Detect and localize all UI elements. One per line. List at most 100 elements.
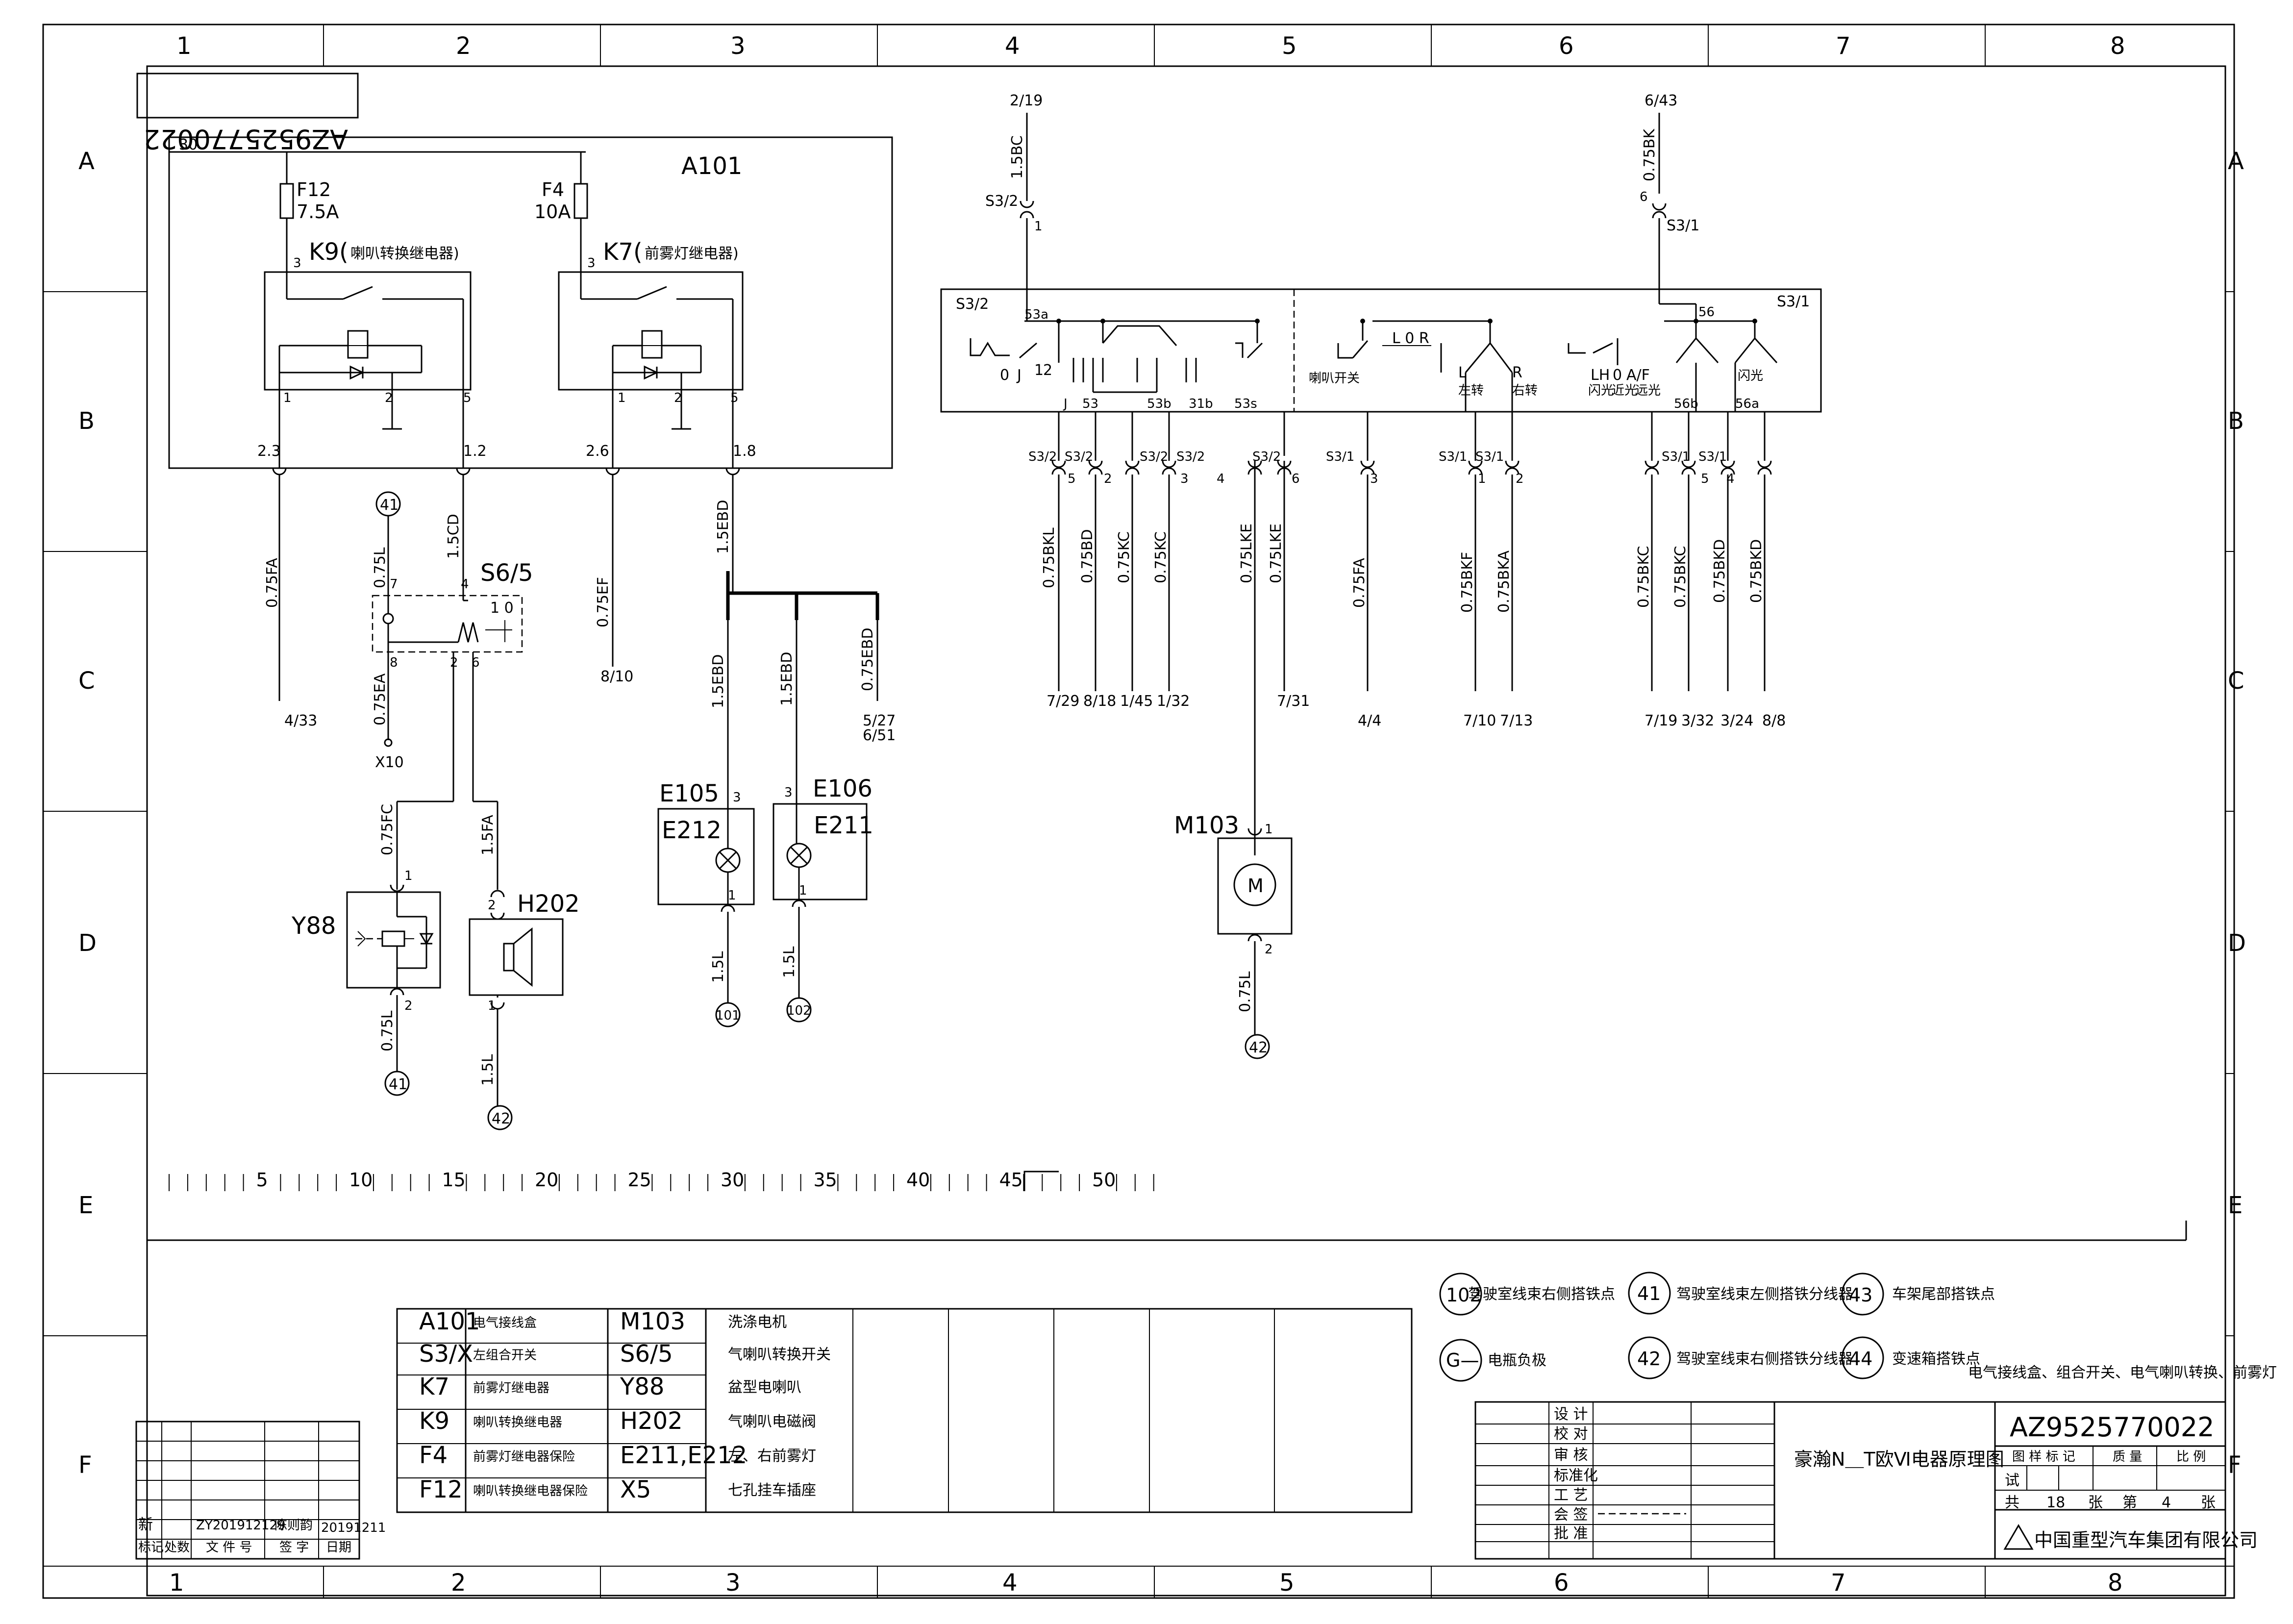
drop-pin: 3: [1180, 472, 1189, 486]
stage-header: 质 量: [2113, 1449, 2142, 1464]
drop-dest: 7/31: [1277, 693, 1310, 710]
legend-code: K7: [419, 1373, 449, 1400]
connector-pin: [1757, 460, 1772, 468]
connector-pin: [1277, 467, 1292, 475]
drawing-number: AZ9525770022: [2010, 1412, 2215, 1443]
feed-dest: 2/19: [1010, 92, 1043, 109]
switch-lh: LH: [1591, 367, 1610, 384]
title-role: 设 计: [1554, 1406, 1588, 1423]
h202-pin: 2: [488, 898, 496, 913]
title-block: [1474, 1401, 2226, 1560]
motor-symbol: M: [1247, 875, 1264, 897]
drop-pin: 2: [1104, 472, 1112, 486]
column-label: 4: [1005, 32, 1020, 60]
wire-label: 0.75L: [372, 547, 389, 588]
wire-ref: 4/33: [284, 712, 317, 729]
wire-label: 0.75EF: [595, 577, 612, 627]
h202-name: H202: [517, 890, 580, 918]
switch-position: 0: [1000, 367, 1009, 384]
wire-ref: 8/10: [600, 668, 633, 685]
drawing-frame: [42, 24, 2235, 1599]
ruler: [146, 1171, 2187, 1241]
legend-desc: 前雾灯继电器保险: [473, 1449, 575, 1464]
drop-pin: 5: [1701, 472, 1709, 486]
connector-pin: [1468, 467, 1483, 475]
drop-dest: 7/10: [1463, 712, 1496, 729]
y88-pin: 2: [404, 999, 413, 1013]
column-label: 6: [1559, 32, 1574, 60]
ground-num: 42: [1249, 1039, 1268, 1056]
connector-pin: [1645, 460, 1659, 468]
legend-code: F4: [419, 1442, 448, 1469]
row-label: F: [78, 1451, 92, 1479]
switch-position: J: [1016, 367, 1022, 384]
revision-date: 20191211: [321, 1521, 386, 1535]
drop-wire-label: 0.75BKC: [1635, 546, 1652, 608]
wire-ref: 5/27: [863, 712, 896, 729]
drop-pin: 5: [1068, 472, 1076, 486]
row-label: D: [2228, 929, 2246, 957]
drop-wire-label: 0.75BKF: [1459, 552, 1476, 613]
switch-lor: L 0 R: [1392, 330, 1429, 347]
drop-plug: S3/1: [1662, 450, 1690, 464]
k9-pin: 3: [293, 256, 301, 271]
drop-wire-label: 0.75BKA: [1495, 550, 1513, 613]
title-role: 审 核: [1554, 1447, 1588, 1464]
fog-lamp-e106: E106 E211 3 1: [773, 775, 873, 907]
connector-pin: [1468, 460, 1483, 468]
valve-h202: H202 2 1: [469, 890, 580, 1013]
ruler-label: 40: [906, 1169, 930, 1191]
wire-label: 0.75EA: [372, 673, 389, 725]
wire-label: 1.5EBD: [710, 654, 727, 708]
drop-pin: 6: [1292, 472, 1300, 486]
wire-label: 0.75L: [1237, 971, 1254, 1012]
legend-code: S3/X: [419, 1340, 473, 1368]
ground-legend-text: 电瓶负极: [1488, 1352, 1546, 1369]
switch-left-label: S3/2: [956, 296, 989, 313]
ruler-label: 15: [442, 1169, 466, 1191]
ground-102: [786, 997, 812, 1023]
switch-small-label: 闪光: [1738, 369, 1763, 383]
feed-wire: 1.5BC: [1009, 135, 1026, 179]
k9-pin: 2: [385, 391, 393, 405]
wire-label: 1.5L: [781, 946, 798, 978]
legend-desc: 左、右前雾灯: [728, 1448, 816, 1465]
e106-pin: 1: [799, 883, 807, 898]
switch-contact: 53a: [1024, 307, 1048, 322]
ground-legend-text: 车架尾部搭铁点: [1892, 1286, 1995, 1303]
connector-pin: [1088, 460, 1103, 468]
legend-code: F12: [419, 1476, 463, 1503]
ground-num: 41: [389, 1076, 407, 1093]
stage-value: 试: [2005, 1472, 2019, 1489]
feed-wire: 0.75BK: [1641, 128, 1658, 181]
s6-5-pos: 1 0: [490, 600, 514, 617]
a101-terminal: 2.6: [586, 443, 609, 460]
feed-plug: S3/2: [985, 193, 1018, 210]
feed-pin: 1: [1034, 219, 1043, 234]
revision-header: 日期: [326, 1540, 351, 1555]
drop-wire-label: 0.75BKD: [1711, 539, 1728, 603]
m103-name: M103: [1174, 812, 1239, 839]
ruler-label: 50: [1092, 1169, 1116, 1191]
fog-lamp-e105: E105 E212 3 1: [657, 780, 755, 912]
connector-pin: [1720, 460, 1735, 468]
connector-pin: [1088, 467, 1103, 475]
left-wiring: 4/33 0.75FA 1.5CD S6/5 1 0 7 4 8 2 6 41 …: [264, 475, 896, 1130]
drop-plug: S3/2: [1140, 450, 1168, 464]
feed-plug: S3/1: [1667, 217, 1699, 234]
wire-label: 1.5FA: [479, 815, 497, 855]
company-name: 中国重型汽车集团有限公司: [2034, 1529, 2258, 1551]
a101-label: A101: [681, 152, 742, 180]
connector-pin: [1162, 460, 1176, 468]
connector-pin: [1505, 460, 1520, 468]
company-logo-icon: [2003, 1524, 2034, 1550]
scope-text: 电气接线盒、组合开关、电气喇叭转换、前雾灯: [1968, 1364, 2277, 1381]
ground-num: 42: [492, 1110, 510, 1127]
stage-header: 图 样 标 记: [2012, 1449, 2075, 1464]
column-label: 2: [451, 1569, 466, 1597]
f12-name: F12: [297, 179, 331, 200]
column-label: 3: [725, 1569, 741, 1597]
connector-pin: [1247, 828, 1262, 836]
k9-pin: 5: [463, 391, 472, 405]
s6-5-pin: 7: [390, 577, 398, 592]
